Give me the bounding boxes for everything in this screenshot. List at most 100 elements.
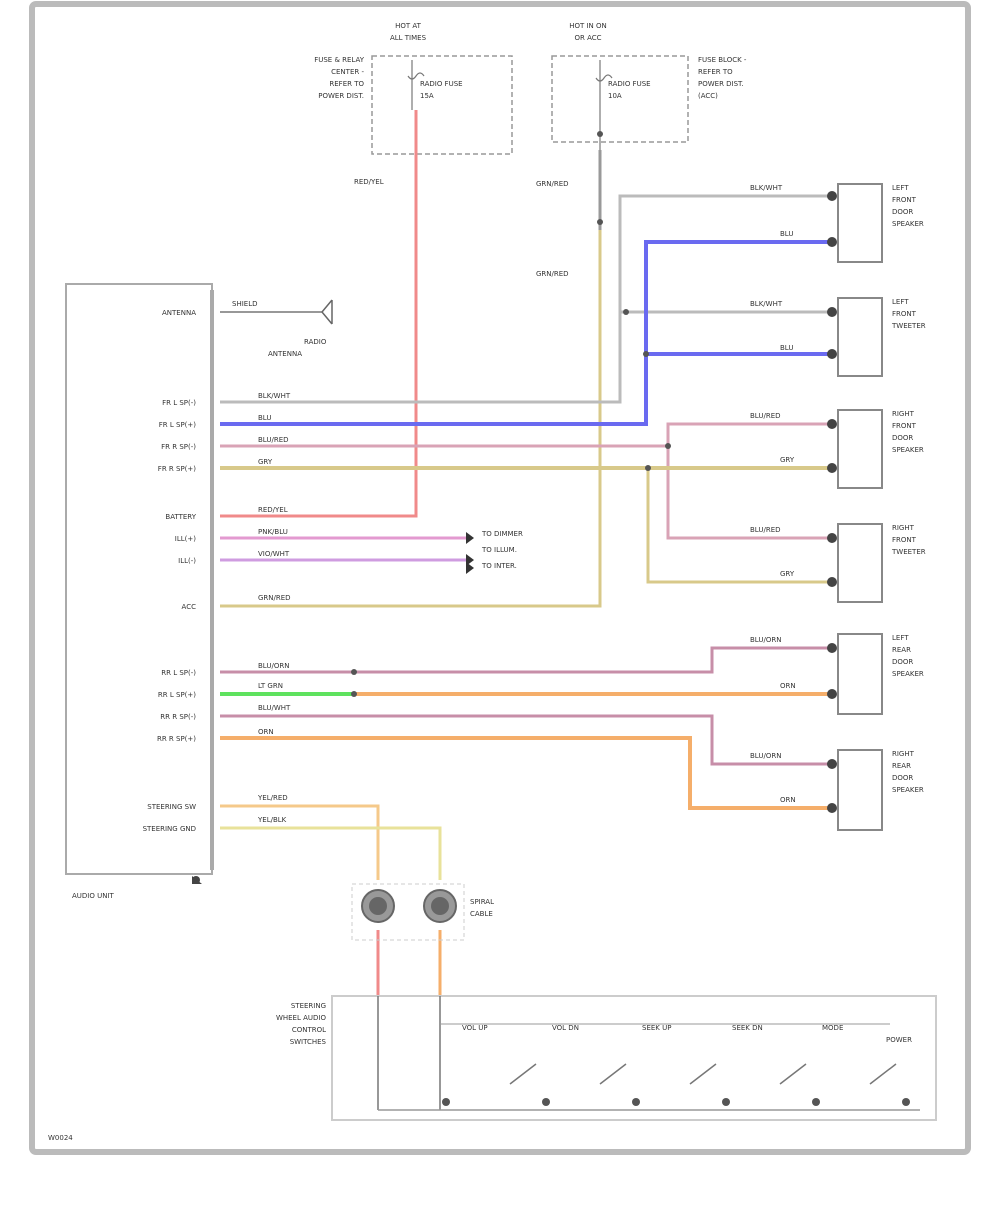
speaker2-line0: RIGHT	[892, 410, 915, 418]
speaker0-line2: DOOR	[892, 208, 913, 216]
sw-label-1: VOL DN	[552, 1024, 579, 1032]
illum-label-0: TO DIMMER	[481, 530, 523, 538]
fuse1-side-label-1: CENTER -	[331, 68, 364, 76]
pin-wire-rr-minus: BLU/WHT	[258, 704, 291, 712]
speaker-right-rear: BLU/ORN ORN RIGHT REAR DOOR SPEAKER	[750, 749, 924, 831]
sw-label-2: SEEK UP	[642, 1024, 671, 1032]
sw-label-3: SEEK DN	[732, 1024, 763, 1032]
fuse2-side-label-1: REFER TO	[698, 68, 733, 76]
fuse-box-1: HOT AT ALL TIMES RADIO FUSE 15A FUSE & R…	[314, 22, 513, 155]
speaker0-wire-a: BLK/WHT	[750, 184, 783, 192]
fuse1-top-label: HOT AT	[395, 22, 422, 30]
illum-connectors: TO DIMMER TO ILLUM. TO INTER.	[466, 530, 523, 574]
antenna-icon: RADIO ANTENNA	[268, 299, 333, 358]
speaker-left-tweeter: BLK/WHT BLU LEFT FRONT TWEETER	[750, 297, 926, 377]
steering-switches: STEERING WHEEL AUDIO CONTROL SWITCHES VO…	[276, 995, 937, 1121]
speaker4-wire-a: BLU/ORN	[750, 636, 781, 644]
wire-battery-label: RED/YEL	[354, 178, 384, 186]
sw-title-1: WHEEL AUDIO	[276, 1014, 327, 1022]
speaker5-wire-a: BLU/ORN	[750, 752, 781, 760]
pin-wire-ill-neg: VIO/WHT	[258, 550, 290, 558]
pin-wire-fr-plus: GRY	[258, 458, 273, 466]
pin-wire-fl-minus: BLK/WHT	[258, 392, 291, 400]
fuse1-side-label-3: POWER DIST.	[318, 92, 364, 100]
illum-label-1: TO ILLUM.	[481, 546, 517, 554]
speaker2-line3: SPEAKER	[892, 446, 924, 454]
wire-rl-minus	[220, 646, 830, 674]
speaker4-wire-b: ORN	[780, 682, 796, 690]
speaker3-wire-a: BLU/RED	[750, 526, 781, 534]
speaker-left-rear: BLU/ORN ORN LEFT REAR DOOR SPEAKER	[750, 633, 924, 715]
fuse1-inner-label2: 15A	[420, 92, 434, 100]
spiral-cable-label: SPIRAL	[470, 898, 494, 906]
pin-label-rr-minus: RR R SP(-)	[160, 713, 196, 721]
speaker5-line2: DOOR	[892, 774, 913, 782]
pin-wire-fl-plus: BLU	[258, 414, 271, 422]
wire-fl-minus	[220, 194, 830, 404]
speaker5-wire-b: ORN	[780, 796, 796, 804]
fuse2-inner-label: RADIO FUSE	[608, 80, 651, 88]
wire-fl-plus	[220, 240, 830, 426]
speaker3-line2: TWEETER	[891, 548, 926, 556]
fuse1-side-label-2: REFER TO	[329, 80, 364, 88]
audio-unit: AUDIO UNIT	[65, 283, 214, 900]
speaker5-line3: SPEAKER	[892, 786, 924, 794]
pin-wire-sw-signal: YEL/RED	[257, 794, 288, 802]
antenna-label2: ANTENNA	[268, 350, 302, 358]
speaker-left-front-door: BLK/WHT BLU LEFT FRONT DOOR SPEAKER	[750, 183, 924, 263]
audio-unit-name: AUDIO UNIT	[72, 892, 115, 900]
speaker-right-tweeter: BLU/RED GRY RIGHT FRONT TWEETER	[750, 523, 926, 603]
pin-wire-sw-gnd: YEL/BLK	[257, 816, 287, 824]
wire-sw-signal	[220, 804, 380, 880]
pin-label-rl-plus: RR L SP(+)	[158, 691, 196, 699]
pin-label-acc: ACC	[182, 603, 197, 611]
speaker3-wire-b: GRY	[780, 570, 795, 578]
pin-wire-rl-plus: LT GRN	[258, 682, 283, 690]
speaker1-line2: TWEETER	[891, 322, 926, 330]
fuse1-top-label2: ALL TIMES	[390, 34, 427, 42]
speaker2-wire-a: BLU/RED	[750, 412, 781, 420]
pin-wire-antenna: SHIELD	[232, 300, 257, 308]
speaker4-line3: SPEAKER	[892, 670, 924, 678]
pin-label-fr-plus: FR R SP(+)	[158, 465, 196, 473]
illum-label-2: TO INTER.	[481, 562, 517, 570]
fuse1-side-label-0: FUSE & RELAY	[314, 56, 365, 64]
fuse-box-2: HOT IN ON OR ACC RADIO FUSE 10A FUSE BLO…	[551, 22, 747, 150]
wire-battery	[220, 110, 418, 518]
wire-fr-minus	[220, 422, 830, 448]
fuse2-side-label-0: FUSE BLOCK -	[698, 56, 747, 64]
speaker-right-front-door: BLU/RED GRY RIGHT FRONT DOOR SPEAKER	[750, 409, 924, 489]
wire-acc-lower-label: GRN/RED	[536, 270, 569, 278]
pin-wire-battery: RED/YEL	[258, 506, 288, 514]
pin-wire-rr-plus: ORN	[258, 728, 274, 736]
wire-acc	[220, 150, 602, 608]
sw-title-2: CONTROL	[292, 1026, 326, 1034]
sw-label-5: POWER	[886, 1036, 912, 1044]
speaker2-wire-b: GRY	[780, 456, 795, 464]
fuse2-top-label2: OR ACC	[574, 34, 601, 42]
fuse1-inner-label: RADIO FUSE	[420, 80, 463, 88]
speaker4-line1: REAR	[892, 646, 911, 654]
pin-label-fl-plus: FR L SP(+)	[159, 421, 197, 429]
speaker4-line2: DOOR	[892, 658, 913, 666]
pin-label-fl-minus: FR L SP(-)	[162, 399, 196, 407]
pin-wire-ill-pos: PNK/BLU	[258, 528, 288, 536]
wire-rr-minus	[220, 714, 830, 766]
speaker0-line0: LEFT	[892, 184, 909, 192]
fuse2-top-label: HOT IN ON	[569, 22, 607, 30]
pin-wire-rl-minus: BLU/ORN	[258, 662, 289, 670]
speaker0-line1: FRONT	[892, 196, 917, 204]
speaker1-wire-b: BLU	[780, 344, 793, 352]
spiral-cable-label2: CABLE	[470, 910, 493, 918]
antenna-label: RADIO	[304, 338, 327, 346]
pin-label-battery: BATTERY	[165, 513, 196, 521]
pin-label-sw-gnd: STEERING GND	[143, 825, 196, 833]
pin-label-rl-minus: RR L SP(-)	[161, 669, 196, 677]
speakers: BLK/WHT BLU LEFT FRONT DOOR SPEAKER BLK/…	[750, 183, 926, 831]
spiral-cable: SPIRAL CABLE	[351, 883, 494, 941]
speaker4-line0: LEFT	[892, 634, 909, 642]
fuse2-side-label-2: POWER DIST.	[698, 80, 744, 88]
speaker0-line3: SPEAKER	[892, 220, 924, 228]
speaker5-line1: REAR	[892, 762, 911, 770]
